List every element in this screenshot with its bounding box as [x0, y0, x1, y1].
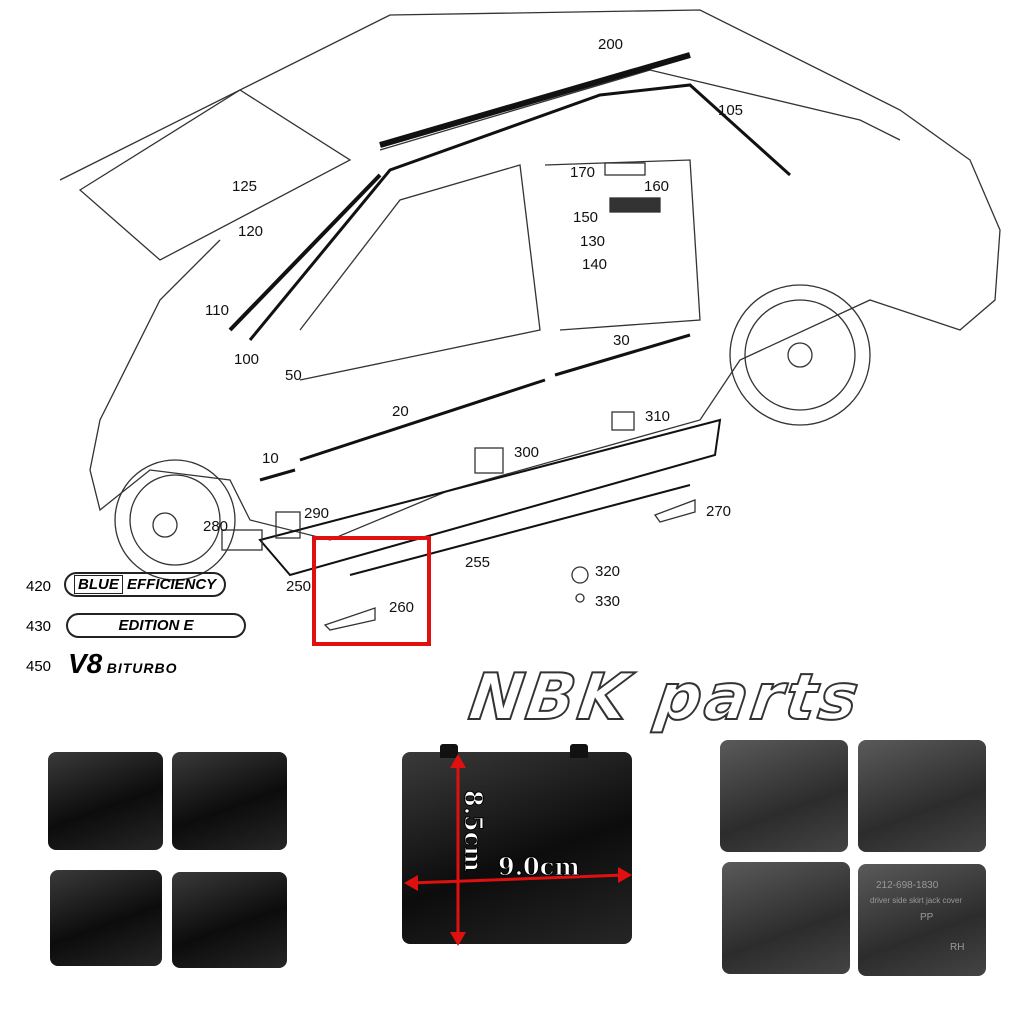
callout-120: 120	[238, 223, 264, 240]
cover-photo-dimensioned	[402, 752, 632, 944]
callout-270: 270	[706, 503, 732, 520]
callout-110: 110	[205, 302, 229, 319]
cover-photo	[172, 752, 287, 850]
material-text: PP	[920, 912, 934, 923]
highlight-box	[312, 536, 431, 646]
callout-50: 50	[285, 367, 302, 384]
emblem-efficiency-text: EFFICIENCY	[127, 576, 217, 593]
emblem-blue-text: BLUE	[74, 575, 123, 594]
emblem-edition-e: EDITION E	[66, 613, 246, 638]
emblem-v8-biturbo: V8 BITURBO	[68, 648, 177, 680]
callout-320: 320	[595, 563, 621, 580]
callout-140: 140	[582, 256, 608, 273]
callout-280: 280	[203, 518, 229, 535]
part-number-text: 212-698-1830	[876, 880, 939, 891]
callout-20: 20	[392, 403, 409, 420]
emblem-biturbo-text: BITURBO	[106, 660, 178, 676]
callout-170: 170	[570, 164, 596, 181]
callout-290: 290	[304, 505, 330, 522]
cover-back-photo	[722, 862, 850, 974]
callout-150: 150	[573, 209, 599, 226]
callout-260: 260	[389, 599, 415, 616]
cover-tab	[440, 744, 458, 758]
emblem-430-number: 430	[26, 618, 52, 635]
callout-250: 250	[286, 578, 312, 595]
emblem-420-number: 420	[26, 578, 52, 595]
car-line-drawing	[59, 9, 1001, 631]
callout-30: 30	[613, 332, 630, 349]
callout-300: 300	[514, 444, 540, 461]
cover-back-photo	[858, 740, 986, 852]
part-description-text: driver side skirt jack cover	[870, 896, 963, 905]
cover-tab	[570, 744, 588, 758]
watermark: NBK parts	[464, 660, 867, 736]
callout-160: 160	[644, 178, 670, 195]
cover-back-photo	[858, 864, 986, 976]
emblem-blue-efficiency: BLUE EFFICIENCY	[64, 572, 227, 597]
emblem-450-number: 450	[26, 658, 52, 675]
callout-100: 100	[234, 351, 260, 368]
callout-105: 105	[718, 102, 744, 119]
side-text: RH	[950, 942, 965, 953]
cover-photo	[172, 872, 287, 968]
cover-photo	[48, 752, 163, 850]
dimension-arrows	[404, 754, 632, 946]
height-dimension: 8.5cm	[459, 790, 489, 873]
callout-125: 125	[232, 178, 258, 195]
callout-310: 310	[645, 408, 671, 425]
callout-255: 255	[465, 554, 491, 571]
emblem-v8-text: V8	[68, 648, 103, 679]
callout-10: 10	[262, 450, 279, 467]
cover-photo	[50, 870, 162, 966]
width-dimension: 9.0cm	[498, 852, 581, 882]
callout-200: 200	[598, 36, 624, 53]
callout-130: 130	[580, 233, 606, 250]
callout-330: 330	[595, 593, 621, 610]
cover-back-photo	[720, 740, 848, 852]
